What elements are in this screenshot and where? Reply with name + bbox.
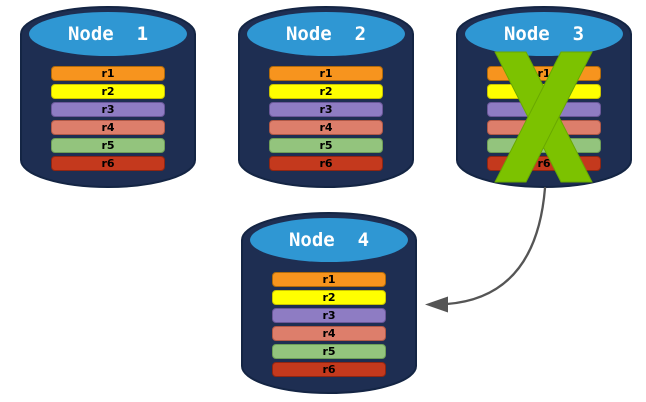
node-2: Node 2 r1 r2 r3 r4 r5 r6 — [238, 6, 414, 192]
record-r6: r6 — [272, 362, 386, 377]
record-list: r1 r2 r3 r4 r5 r6 — [272, 272, 386, 380]
record-r4: r4 — [51, 120, 165, 135]
failure-x-icon — [494, 51, 593, 183]
arrow-curve — [445, 186, 547, 306]
record-r5: r5 — [51, 138, 165, 153]
record-r4: r4 — [272, 326, 386, 341]
record-r2: r2 — [269, 84, 383, 99]
cylinder-top — [465, 12, 623, 56]
record-r2: r2 — [51, 84, 165, 99]
record-r3: r3 — [51, 102, 165, 117]
cylinder-top — [250, 218, 408, 262]
node-4: Node 4 r1 r2 r3 r4 r5 r6 — [241, 212, 417, 398]
arrow-head — [425, 296, 448, 313]
record-r6: r6 — [51, 156, 165, 171]
node-label: Node 1 — [67, 23, 149, 45]
record-r6: r6 — [269, 156, 383, 171]
record-r5: r5 — [272, 344, 386, 359]
node-1: Node 1 r1 r2 r3 r4 r5 r6 — [20, 6, 196, 192]
node-3: Node 3 r1 r2 r3 r4 r5 r6 — [456, 6, 632, 192]
record-r1: r1 — [269, 66, 383, 81]
node-label: Node 2 — [285, 23, 367, 45]
record-r4: r4 — [269, 120, 383, 135]
record-r1: r1 — [51, 66, 165, 81]
record-r2: r2 — [272, 290, 386, 305]
record-list: r1 r2 r3 r4 r5 r6 — [51, 66, 165, 174]
cylinder-top — [247, 12, 405, 56]
record-r1: r1 — [272, 272, 386, 287]
cylinder-top — [29, 12, 187, 56]
node-label: Node 4 — [288, 229, 370, 251]
record-list: r1 r2 r3 r4 r5 r6 — [269, 66, 383, 174]
record-r5: r5 — [269, 138, 383, 153]
record-r3: r3 — [272, 308, 386, 323]
node-label: Node 3 — [503, 23, 585, 45]
record-r3: r3 — [269, 102, 383, 117]
